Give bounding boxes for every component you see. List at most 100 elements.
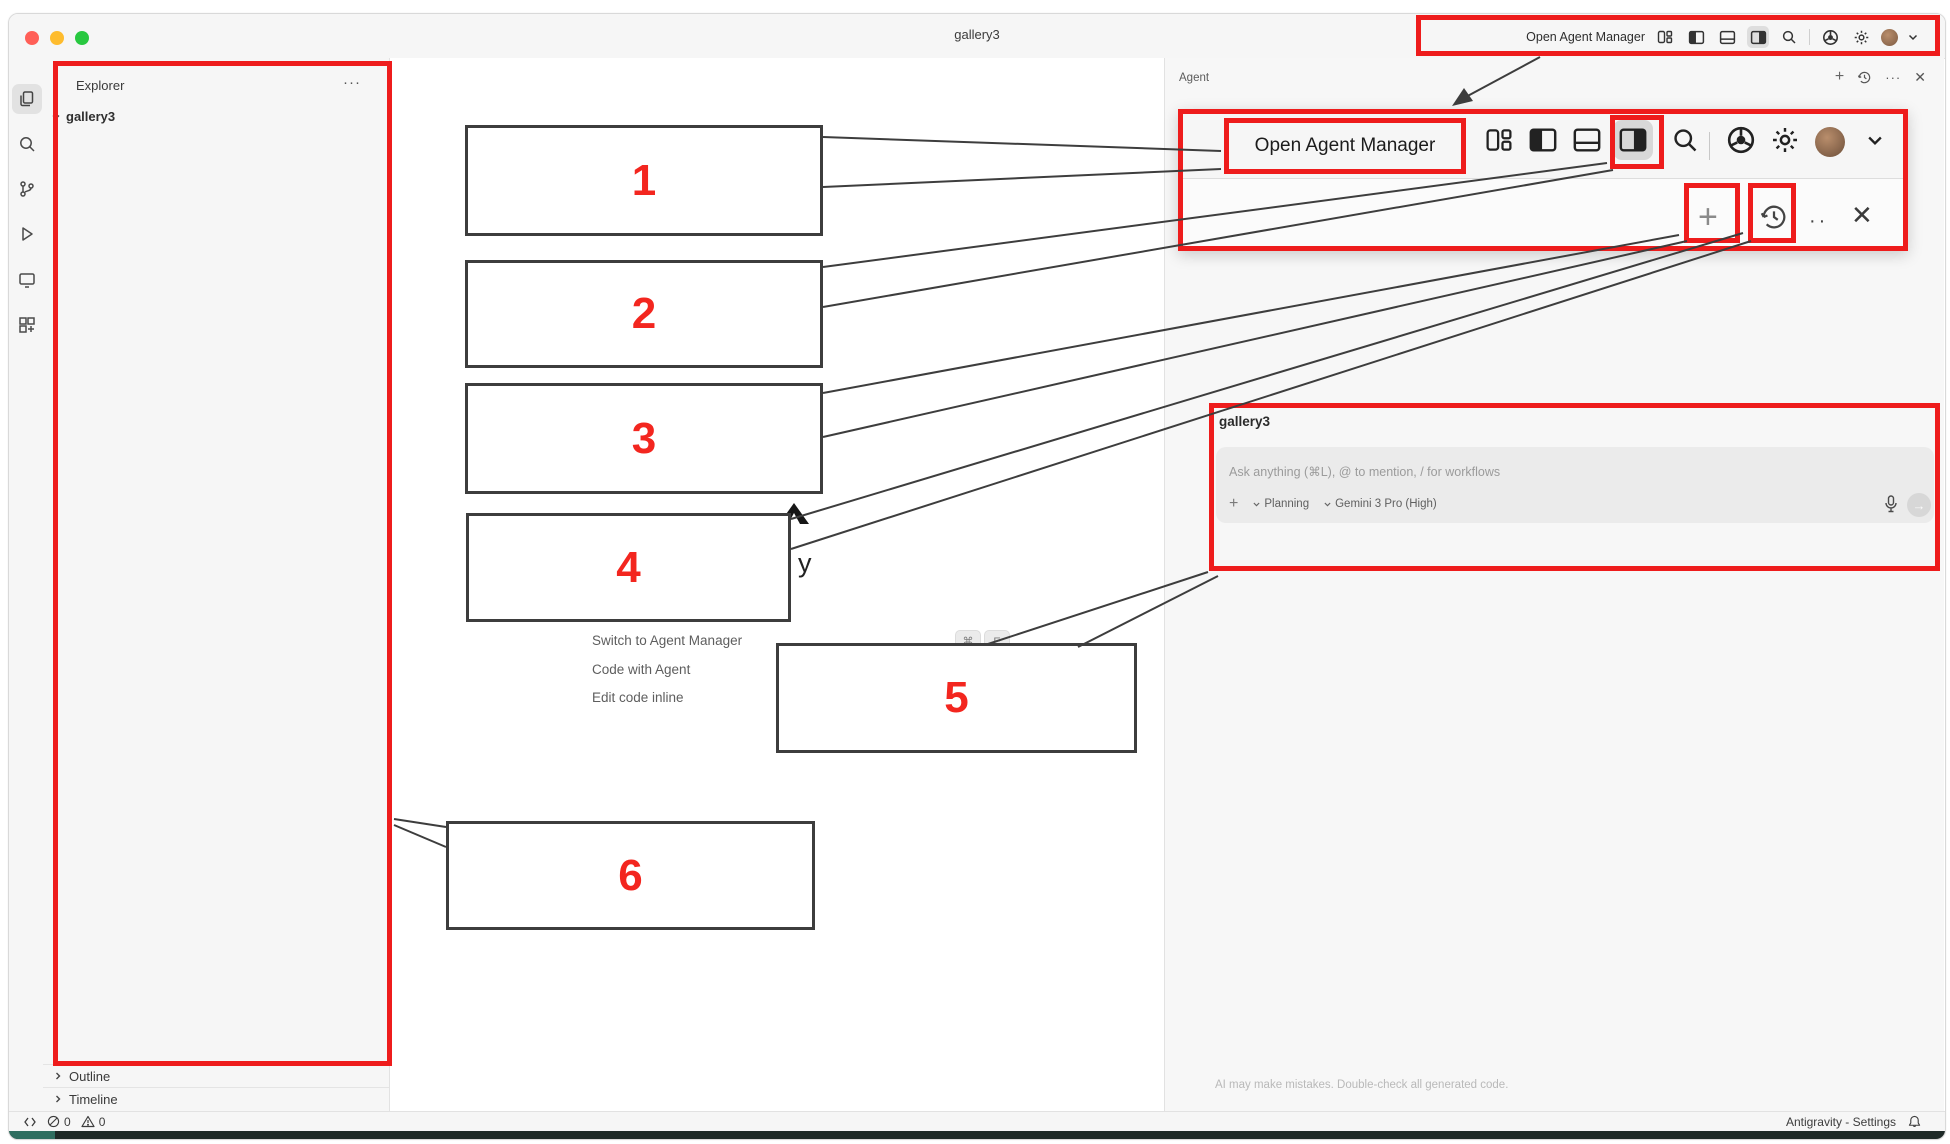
user-avatar[interactable]	[1881, 28, 1898, 46]
warning-count-value: 0	[98, 1114, 106, 1129]
mode-label: Planning	[1264, 498, 1310, 510]
chevron-down-icon	[1855, 120, 1895, 160]
microphone-icon[interactable]	[1884, 495, 1898, 513]
menu-item-code-with-agent[interactable]: Code with Agent	[592, 662, 691, 677]
chevron-down-icon	[51, 112, 61, 122]
settings-status-label[interactable]: Antigravity - Settings	[1785, 1114, 1896, 1129]
toggle-left-panel-icon	[1523, 120, 1563, 160]
remote-window-icon[interactable]	[23, 1116, 37, 1128]
annotation-box-history-icon	[1748, 183, 1796, 243]
menu-item-edit-code-inline[interactable]: Edit code inline	[592, 690, 684, 705]
search-icon[interactable]	[1778, 26, 1800, 48]
window-title: gallery3	[954, 27, 1000, 42]
close-panel-icon: ✕	[1851, 200, 1873, 230]
timeline-section[interactable]: Timeline	[43, 1087, 389, 1110]
zoomed-toolbar-overlay: Open Agent Manager	[1178, 109, 1908, 251]
user-avatar	[1815, 127, 1845, 157]
agent-input-toolbar: + Planning Gemini 3 Pro (High)	[1229, 495, 1922, 513]
outline-label: Outline	[69, 1068, 111, 1084]
agent-input-box[interactable]: Ask anything (⌘L), @ to mention, / for w…	[1216, 447, 1934, 523]
toolbar-divider	[1709, 132, 1710, 160]
antigravity-heading-fragment: y	[798, 548, 812, 578]
send-button[interactable]: →	[1907, 493, 1931, 517]
outline-section[interactable]: Outline	[43, 1064, 389, 1087]
callout-number: 1	[631, 155, 657, 205]
open-agent-manager-button[interactable]: Open Agent Manager	[1526, 30, 1645, 44]
callout-box-1: 1	[465, 125, 823, 236]
settings-gear-icon	[1765, 120, 1805, 160]
agent-panel-actions: + ··· ✕	[1835, 68, 1926, 86]
more-actions-icon[interactable]: ···	[1885, 69, 1902, 85]
sidebar-title: Explorer	[76, 78, 125, 93]
app-window: gallery3 Open Agent Manager	[8, 13, 1946, 1140]
error-count[interactable]: 0	[47, 1115, 71, 1129]
annotation-box-panel-right-icon	[1610, 115, 1664, 169]
callout-box-2: 2	[465, 260, 823, 368]
tree-item-label: gallery3	[66, 109, 116, 124]
new-chat-icon: +	[1698, 198, 1718, 236]
callout-box-6: 6	[446, 821, 815, 930]
extensions-activity-icon[interactable]	[12, 310, 42, 340]
model-dropdown[interactable]: Gemini 3 Pro (High)	[1323, 498, 1437, 510]
titlebar-toolbar: Open Agent Manager	[1526, 22, 1919, 52]
close-panel-icon[interactable]: ✕	[1914, 68, 1926, 85]
callout-number: 5	[944, 673, 969, 722]
annotation-box-new-chat-icon	[1684, 183, 1740, 243]
callout-number: 2	[631, 289, 657, 338]
mode-dropdown[interactable]: Planning	[1252, 498, 1309, 510]
source-control-activity-icon[interactable]	[12, 174, 42, 204]
search-activity-icon[interactable]	[12, 129, 42, 159]
browser-icon	[1721, 120, 1761, 160]
remote-explorer-activity-icon[interactable]	[12, 265, 42, 295]
chevron-right-icon	[53, 1071, 63, 1081]
timeline-label: Timeline	[69, 1091, 118, 1107]
history-icon[interactable]	[1857, 70, 1872, 85]
toggle-right-panel-icon	[1613, 120, 1653, 160]
toolbar-divider	[1809, 29, 1810, 45]
agent-panel-title: Agent	[1179, 72, 1210, 84]
ai-disclaimer: AI may make mistakes. Double-check all g…	[1215, 1079, 1509, 1091]
settings-gear-icon[interactable]	[1850, 26, 1872, 48]
callout-number: 6	[618, 850, 643, 900]
traffic-light-zoom[interactable]	[75, 31, 89, 45]
model-label: Gemini 3 Pro (High)	[1335, 498, 1437, 510]
status-bar: 0 0 Antigravity - Settings	[9, 1111, 1945, 1131]
callout-box-5: 5	[776, 643, 1137, 753]
toggle-bottom-panel-icon[interactable]	[1716, 26, 1738, 48]
toggle-bottom-panel-icon	[1567, 120, 1607, 160]
notifications-bell-icon[interactable]	[1908, 1115, 1921, 1129]
menu-item-switch-to-agent-manager[interactable]: Switch to Agent Manager	[592, 633, 743, 648]
callout-box-3: 3	[465, 383, 823, 494]
callout-box-4: 4	[466, 513, 791, 622]
run-debug-activity-icon[interactable]	[12, 219, 42, 249]
chevron-down-icon[interactable]	[1907, 31, 1919, 43]
browser-icon[interactable]	[1819, 26, 1841, 48]
window-bottom-edge	[9, 1131, 1945, 1139]
toggle-right-panel-icon[interactable]	[1747, 26, 1769, 48]
traffic-light-minimize[interactable]	[50, 31, 64, 45]
more-actions-icon: ··	[1809, 210, 1829, 232]
sidebar-more-actions-icon[interactable]: ···	[343, 74, 361, 91]
tree-item-root[interactable]: gallery3	[51, 109, 115, 124]
callout-number: 4	[616, 542, 641, 592]
error-count-value: 0	[64, 1114, 71, 1129]
customize-layout-icon[interactable]	[1654, 26, 1676, 48]
activity-bar	[9, 58, 43, 1111]
toggle-left-panel-icon[interactable]	[1685, 26, 1707, 48]
attach-plus-icon[interactable]: +	[1229, 495, 1239, 512]
history-icon	[1759, 202, 1789, 232]
agent-input-placeholder: Ask anything (⌘L), @ to mention, / for w…	[1229, 465, 1501, 479]
chevron-right-icon	[53, 1094, 63, 1104]
explorer-sidebar: Explorer ··· gallery3 Outline	[43, 58, 390, 1111]
customize-layout-icon	[1479, 120, 1519, 160]
agent-panel: Agent + ··· ✕ Open Agent Manager	[1164, 58, 1944, 1111]
explorer-activity-icon[interactable]	[12, 84, 42, 114]
search-icon	[1665, 120, 1705, 160]
titlebar: gallery3 Open Agent Manager	[9, 14, 1945, 59]
overlay-open-agent-manager-label: Open Agent Manager	[1224, 118, 1466, 174]
warning-count[interactable]: 0	[81, 1114, 106, 1129]
new-chat-icon[interactable]: +	[1834, 68, 1845, 85]
session-title: gallery3	[1219, 414, 1271, 429]
traffic-light-close[interactable]	[25, 31, 39, 45]
